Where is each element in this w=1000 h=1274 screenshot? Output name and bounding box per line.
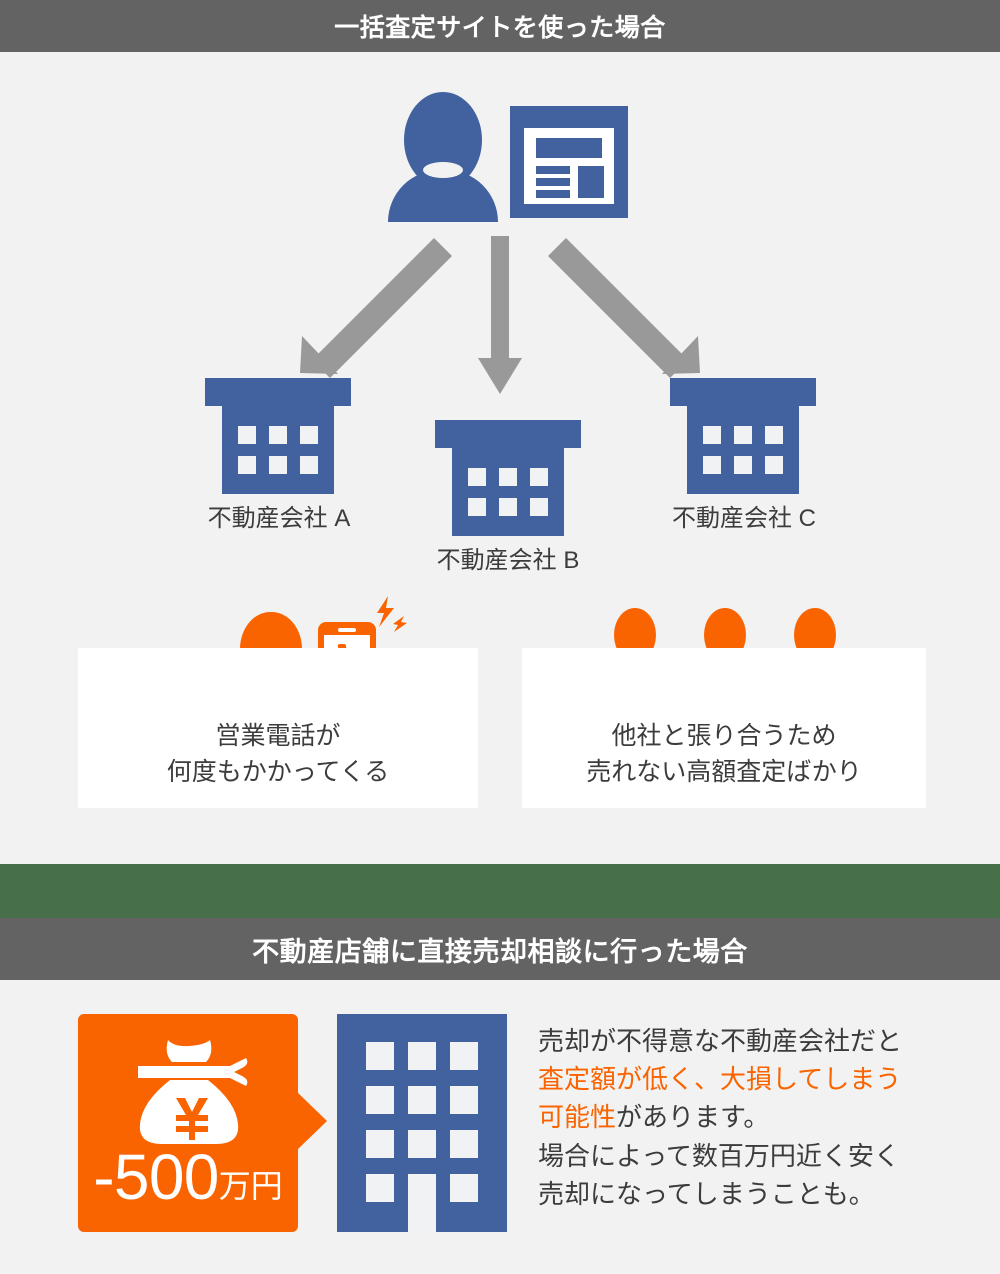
building-body bbox=[687, 404, 799, 494]
arrow-group bbox=[300, 236, 700, 394]
desc-line-3-highlight: 可能性 bbox=[538, 1102, 617, 1133]
company-b: 不動産会社 B bbox=[435, 420, 585, 575]
building-window bbox=[703, 456, 721, 474]
building-roof bbox=[670, 378, 816, 406]
desc-line-3-rest: があります。 bbox=[616, 1102, 770, 1133]
company-b-label: 不動産会社 B bbox=[436, 547, 580, 574]
office-building-large-icon bbox=[337, 1014, 507, 1232]
desc-line-1: 売却が不得意な不動産会社だと bbox=[538, 1026, 903, 1056]
building-window bbox=[468, 468, 486, 486]
office-building-icon bbox=[435, 420, 581, 536]
user-icon bbox=[388, 92, 498, 222]
desc-line-3: 可能性があります。 bbox=[538, 1098, 958, 1136]
section-divider-band bbox=[0, 864, 1000, 918]
building-window bbox=[734, 456, 752, 474]
website-window-banner bbox=[536, 138, 602, 158]
drawback-card-high-appraisal: 他社と張り合うため 売れない高額査定ばかり bbox=[522, 648, 926, 808]
website-window-content bbox=[524, 128, 614, 204]
arrow-to-company-b bbox=[478, 236, 522, 394]
website-window-line-1 bbox=[536, 166, 570, 174]
building-roof bbox=[205, 378, 351, 406]
arrow-to-company-a bbox=[300, 238, 452, 378]
seller-and-site-group bbox=[388, 92, 628, 222]
drawback-card-high-appraisal-text: 他社と張り合うため 売れない高額査定ばかり bbox=[586, 722, 862, 786]
building-roof bbox=[435, 420, 581, 448]
section-top-header-text: 一括査定サイトを使った場合 bbox=[334, 14, 666, 42]
building-window bbox=[765, 426, 783, 444]
drawback-card-sales-calls-text: 営業電話が 何度もかかってくる bbox=[166, 722, 390, 786]
building-window bbox=[300, 456, 318, 474]
office-window bbox=[450, 1042, 478, 1070]
loss-description: 売却が不得意な不動産会社だと 査定額が低く、大損してしまう 可能性があります。 … bbox=[538, 1022, 958, 1213]
company-a-label: 不動産会社 A bbox=[207, 505, 351, 532]
website-window-line-3 bbox=[536, 190, 570, 198]
office-building-icon bbox=[205, 378, 351, 494]
section-bottom-header: 不動産店舗に直接売却相談に行った場合 bbox=[0, 918, 1000, 980]
office-window bbox=[366, 1086, 394, 1114]
loss-amount: -500万円 bbox=[78, 1140, 298, 1214]
building-window bbox=[499, 498, 517, 516]
company-c-label: 不動産会社 C bbox=[672, 505, 816, 532]
section-top-header: 一括査定サイトを使った場合 bbox=[0, 0, 1000, 52]
office-window bbox=[450, 1086, 478, 1114]
building-window bbox=[530, 468, 548, 486]
building-window bbox=[765, 456, 783, 474]
office-window bbox=[450, 1130, 478, 1158]
loss-amount-number: -500 bbox=[93, 1141, 219, 1213]
arrow-to-company-c bbox=[548, 238, 700, 378]
building-window bbox=[703, 426, 721, 444]
building-window bbox=[269, 456, 287, 474]
office-building-shell bbox=[337, 1014, 507, 1232]
office-window bbox=[450, 1174, 478, 1202]
lightning-bolt-icon bbox=[377, 596, 407, 632]
website-window-icon bbox=[510, 106, 628, 218]
desc-line-5: 売却になってしまうことも。 bbox=[538, 1178, 875, 1209]
callout-pointer bbox=[297, 1092, 327, 1150]
building-window bbox=[530, 498, 548, 516]
desc-line-2-highlight: 査定額が低く、大損してしまう bbox=[538, 1064, 902, 1095]
website-window-line-2 bbox=[536, 178, 570, 186]
office-window bbox=[366, 1130, 394, 1158]
user-icon-neck-gap bbox=[423, 162, 463, 178]
money-bag-yen-icon bbox=[138, 1040, 248, 1144]
office-window bbox=[408, 1086, 436, 1114]
company-a: 不動産会社 A bbox=[205, 378, 355, 533]
company-c: 不動産会社 C bbox=[670, 378, 820, 533]
building-body bbox=[452, 446, 564, 536]
loss-amount-unit: 万円 bbox=[218, 1168, 283, 1204]
website-window-block bbox=[578, 166, 604, 198]
office-building-icon bbox=[670, 378, 816, 494]
building-body bbox=[222, 404, 334, 494]
building-window bbox=[300, 426, 318, 444]
building-window bbox=[499, 468, 517, 486]
building-window bbox=[269, 426, 287, 444]
building-window bbox=[238, 456, 256, 474]
building-window bbox=[468, 498, 486, 516]
office-window bbox=[408, 1130, 436, 1158]
building-window bbox=[734, 426, 752, 444]
desc-line-4: 場合によって数百万円近く安く bbox=[538, 1140, 900, 1171]
office-window bbox=[408, 1042, 436, 1070]
drawback-card-sales-calls: 営業電話が 何度もかかってくる bbox=[78, 648, 478, 808]
office-window bbox=[366, 1174, 394, 1202]
office-entrance bbox=[408, 1174, 436, 1232]
phone-speaker bbox=[338, 628, 356, 632]
section-bottom-header-text: 不動産店舗に直接売却相談に行った場合 bbox=[252, 936, 748, 967]
loss-callout: -500万円 bbox=[78, 1014, 327, 1232]
building-window bbox=[238, 426, 256, 444]
office-window bbox=[366, 1042, 394, 1070]
